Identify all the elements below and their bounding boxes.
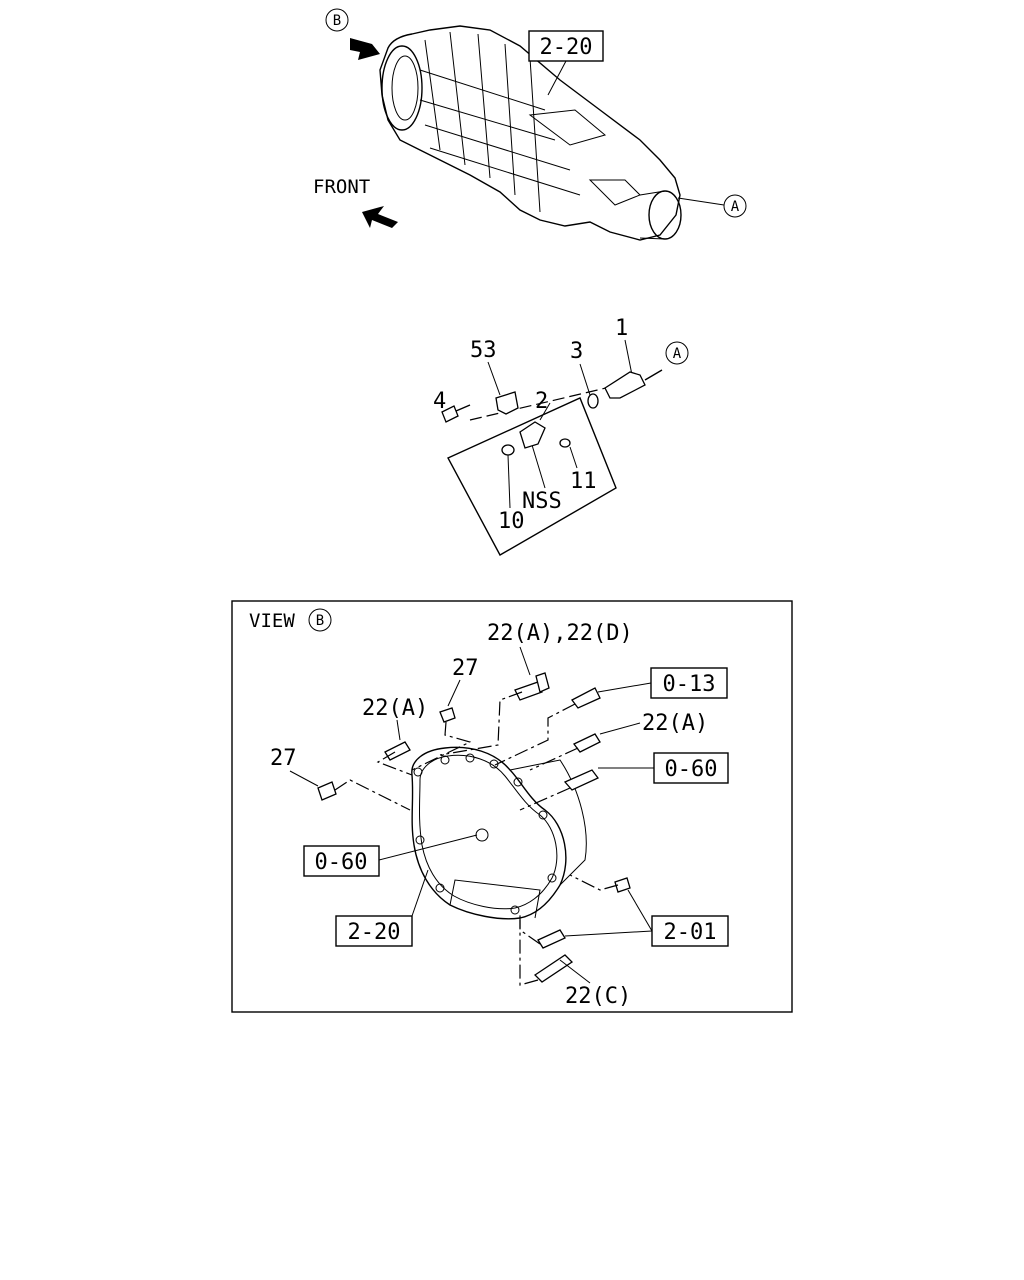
bolt-shank-4 — [455, 404, 471, 412]
ref-box-0-60-right — [653, 752, 729, 784]
nut-2-01 — [614, 877, 631, 893]
plug-part-10 — [501, 444, 515, 456]
view-b-panel: VIEW B 22(A),22(D) 27 22(A) 27 22(A) 22(… — [231, 600, 793, 1013]
leader-part-2 — [539, 402, 551, 421]
ref-0-13: 0-13 — [663, 672, 716, 697]
view-direction-arrow — [350, 38, 380, 60]
view-callout-text: B — [316, 613, 324, 629]
label-part-4: 4 — [433, 389, 446, 414]
callout-a-circle-middle — [665, 341, 689, 365]
label-22a-22d: 22(A),22(D) — [487, 621, 633, 646]
leader-part-11 — [569, 446, 578, 469]
assembly-lines — [334, 691, 619, 986]
tail-shaft-sides — [639, 190, 666, 240]
callout-a-text-middle: A — [673, 346, 682, 362]
callout-b-circle — [325, 8, 349, 32]
nut-27-left — [317, 781, 337, 801]
callout-b-text: B — [333, 13, 341, 29]
leader-part-3 — [579, 363, 591, 396]
label-22c: 22(C) — [565, 984, 631, 1009]
label-part-nss: NSS — [522, 489, 562, 514]
view-callout-circle — [308, 608, 332, 632]
ref-0-60-right: 0-60 — [665, 757, 718, 782]
leader-2-20-top — [547, 60, 567, 96]
callout-a-text-top: A — [731, 199, 740, 215]
label-27-left: 27 — [270, 746, 297, 771]
label-27-top: 27 — [452, 656, 479, 681]
bolt-22a-left — [384, 741, 411, 761]
ref-2-20-view: 2-20 — [348, 920, 401, 945]
washer-part-3 — [587, 393, 599, 409]
bolt-22c — [533, 954, 574, 983]
transmission-assembly: B 2-20 FRONT A — [313, 8, 747, 241]
ref-2-01: 2-01 — [664, 920, 717, 945]
fasteners — [317, 672, 631, 983]
sensor-parts-group: 1 53 3 2 4 11 NSS 10 A — [433, 316, 689, 556]
label-22a-left: 22(A) — [362, 696, 428, 721]
seal-part-11 — [559, 438, 571, 448]
leader-callout-a-top — [677, 197, 725, 206]
speed-sensor-boss — [588, 179, 641, 206]
view-label: VIEW — [249, 610, 295, 632]
bolt-0-60-right — [563, 769, 600, 791]
sensor-part-1 — [604, 371, 646, 399]
label-22a-right: 22(A) — [642, 711, 708, 736]
housing-depth-edge — [509, 759, 587, 886]
label-part-11: 11 — [570, 469, 597, 494]
ref-box-2-20-view — [335, 915, 413, 947]
bolt-22a-22d — [514, 681, 543, 701]
sensor-connector-line — [644, 369, 663, 381]
label-part-3: 3 — [570, 339, 583, 364]
ref-2-20-top: 2-20 — [540, 35, 593, 60]
housing-ribs-cross — [419, 69, 581, 196]
label-part-10: 10 — [498, 509, 525, 534]
bolt-22a-right — [573, 733, 601, 753]
bell-housing-face — [411, 746, 567, 920]
ref-0-60-left: 0-60 — [315, 850, 368, 875]
top-cover — [528, 109, 607, 146]
leader-part-10 — [507, 454, 511, 509]
front-arrow — [362, 206, 398, 228]
leader-part-53 — [487, 361, 501, 396]
front-label: FRONT — [313, 176, 370, 198]
leader-part-1 — [624, 339, 633, 376]
leader-part-nss — [531, 444, 546, 489]
bolt-holes — [413, 753, 557, 915]
label-part-1: 1 — [615, 316, 628, 341]
view-leaders — [289, 646, 654, 984]
bolt-2-01 — [537, 929, 566, 949]
callout-a-circle-top — [723, 194, 747, 218]
bell-housing-inner-face — [419, 754, 558, 910]
housing-lower-edge — [449, 879, 541, 919]
dowel-0-13 — [571, 687, 601, 709]
bell-housing-opening — [381, 45, 423, 131]
transmission-housing — [379, 25, 681, 241]
label-part-2: 2 — [535, 389, 548, 414]
switch-nss — [519, 421, 546, 449]
bolt-22a-22d-head — [535, 672, 550, 693]
nut-27-top — [439, 707, 456, 723]
label-part-53: 53 — [470, 338, 497, 363]
bell-housing-inner — [391, 55, 419, 121]
kit-boundary-box — [447, 397, 617, 556]
ref-box-2-20-top — [528, 30, 604, 62]
view-b-frame — [231, 600, 793, 1013]
housing-ribs — [424, 31, 541, 213]
ref-box-0-60-left — [303, 845, 380, 877]
bolt-part-4 — [441, 405, 459, 423]
bracket-part-53 — [495, 391, 519, 415]
